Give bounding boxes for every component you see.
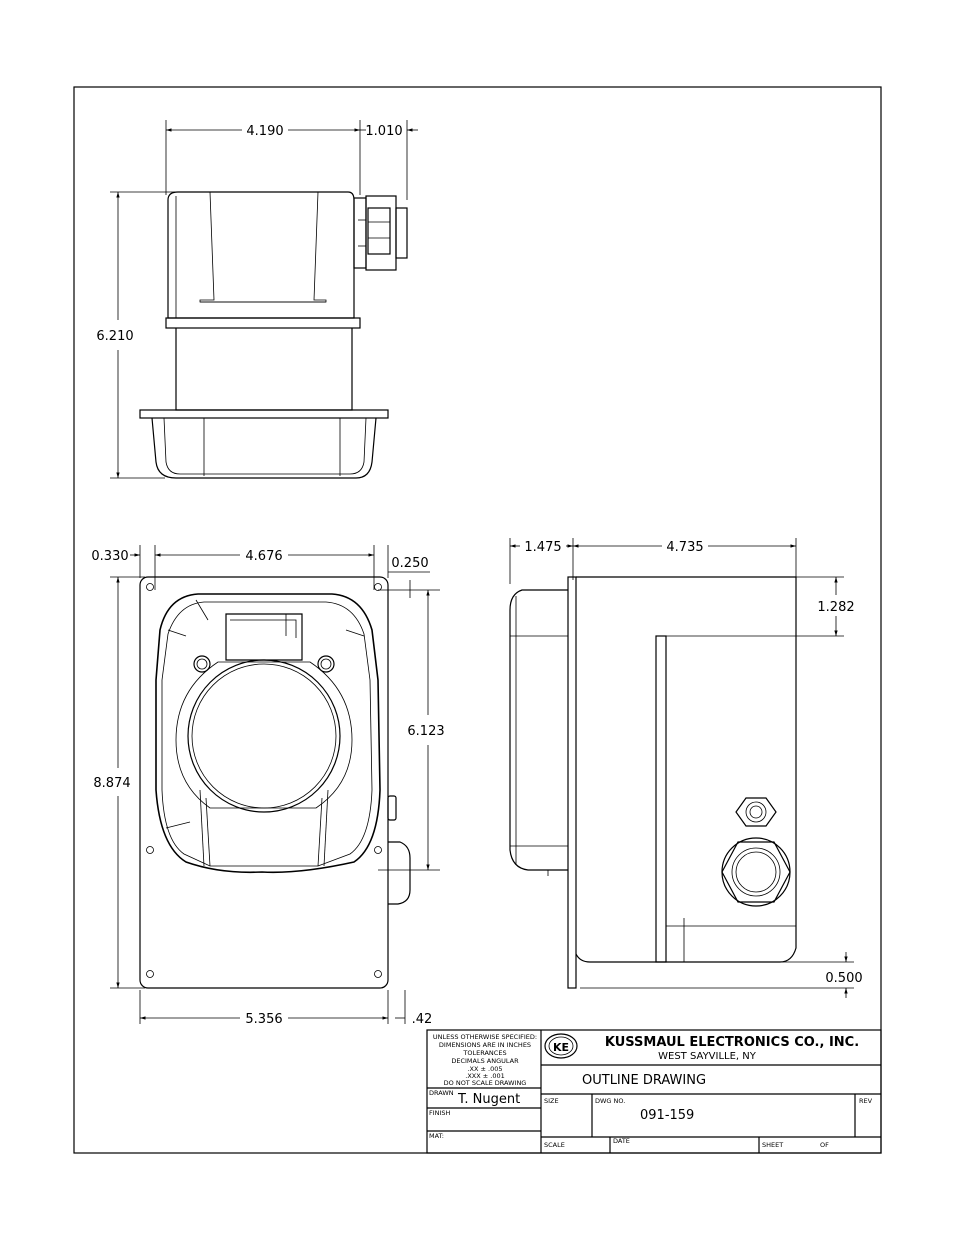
sheet-border xyxy=(73,86,882,1154)
drawn-by-value: T. Nugent xyxy=(457,1092,520,1107)
tolerance-line-4: DECIMALS ANGULAR xyxy=(451,1057,519,1065)
company-location: WEST SAYVILLE, NY xyxy=(658,1051,757,1062)
dim-side-rear: 1.475 xyxy=(524,540,561,555)
dim-side-depth: 4.735 xyxy=(666,540,703,555)
company-logo: KE xyxy=(544,1033,578,1059)
dim-side-top: 1.282 xyxy=(817,600,854,615)
drawing-title: OUTLINE DRAWING xyxy=(582,1073,706,1088)
scale-label: SCALE xyxy=(544,1141,565,1149)
dim-front-inner-height: 6.123 xyxy=(407,724,444,739)
tolerance-line-5: .XX ± .005 xyxy=(467,1065,502,1073)
dim-front-width: 4.676 xyxy=(245,549,282,564)
side-view: 1.475 4.735 1.282 0.500 xyxy=(509,538,863,998)
tolerance-line-1: UNLESS OTHERWISE SPECIFIED: xyxy=(433,1033,537,1041)
tolerance-line-6: .XXX ± .001 xyxy=(465,1072,504,1080)
mat-label: MAT: xyxy=(429,1132,444,1140)
front-view: 4.676 0.330 0.250 6.123 8.874 5.356 .42 xyxy=(91,545,445,1027)
drawn-label: DRAWN xyxy=(429,1089,454,1097)
dwg-no-value: 091-159 xyxy=(640,1108,694,1123)
top-view: 4.190 1.010 6.210 xyxy=(96,120,418,479)
dim-side-bottom: 0.500 xyxy=(825,971,862,986)
dim-top-fitting: 1.010 xyxy=(365,124,402,139)
tolerance-line-7: DO NOT SCALE DRAWING xyxy=(444,1079,527,1087)
date-label: DATE xyxy=(613,1137,630,1145)
dim-front-overall-width: 5.356 xyxy=(245,1012,282,1027)
of-label: OF xyxy=(820,1141,829,1149)
title-block: UNLESS OTHERWISE SPECIFIED: DIMENSIONS A… xyxy=(426,1029,882,1154)
dim-front-left-offset: 0.330 xyxy=(91,549,128,564)
size-label: SIZE xyxy=(544,1097,559,1105)
tolerance-line-3: TOLERANCES xyxy=(462,1049,506,1057)
dim-top-width: 4.190 xyxy=(246,124,283,139)
company-logo-text: KE xyxy=(553,1041,569,1054)
sheet-label: SHEET xyxy=(762,1141,783,1149)
dim-front-flange: .42 xyxy=(412,1012,433,1027)
dim-front-top-offset: 0.250 xyxy=(391,556,428,571)
dim-front-overall-height: 8.874 xyxy=(93,776,130,791)
tolerance-line-2: DIMENSIONS ARE IN INCHES xyxy=(439,1041,531,1049)
dwg-no-label: DWG NO. xyxy=(595,1097,625,1105)
rev-label: REV xyxy=(859,1097,873,1105)
dim-top-height: 6.210 xyxy=(96,329,133,344)
company-name: KUSSMAUL ELECTRONICS CO., INC. xyxy=(605,1035,859,1050)
finish-label: FINISH xyxy=(429,1109,451,1117)
